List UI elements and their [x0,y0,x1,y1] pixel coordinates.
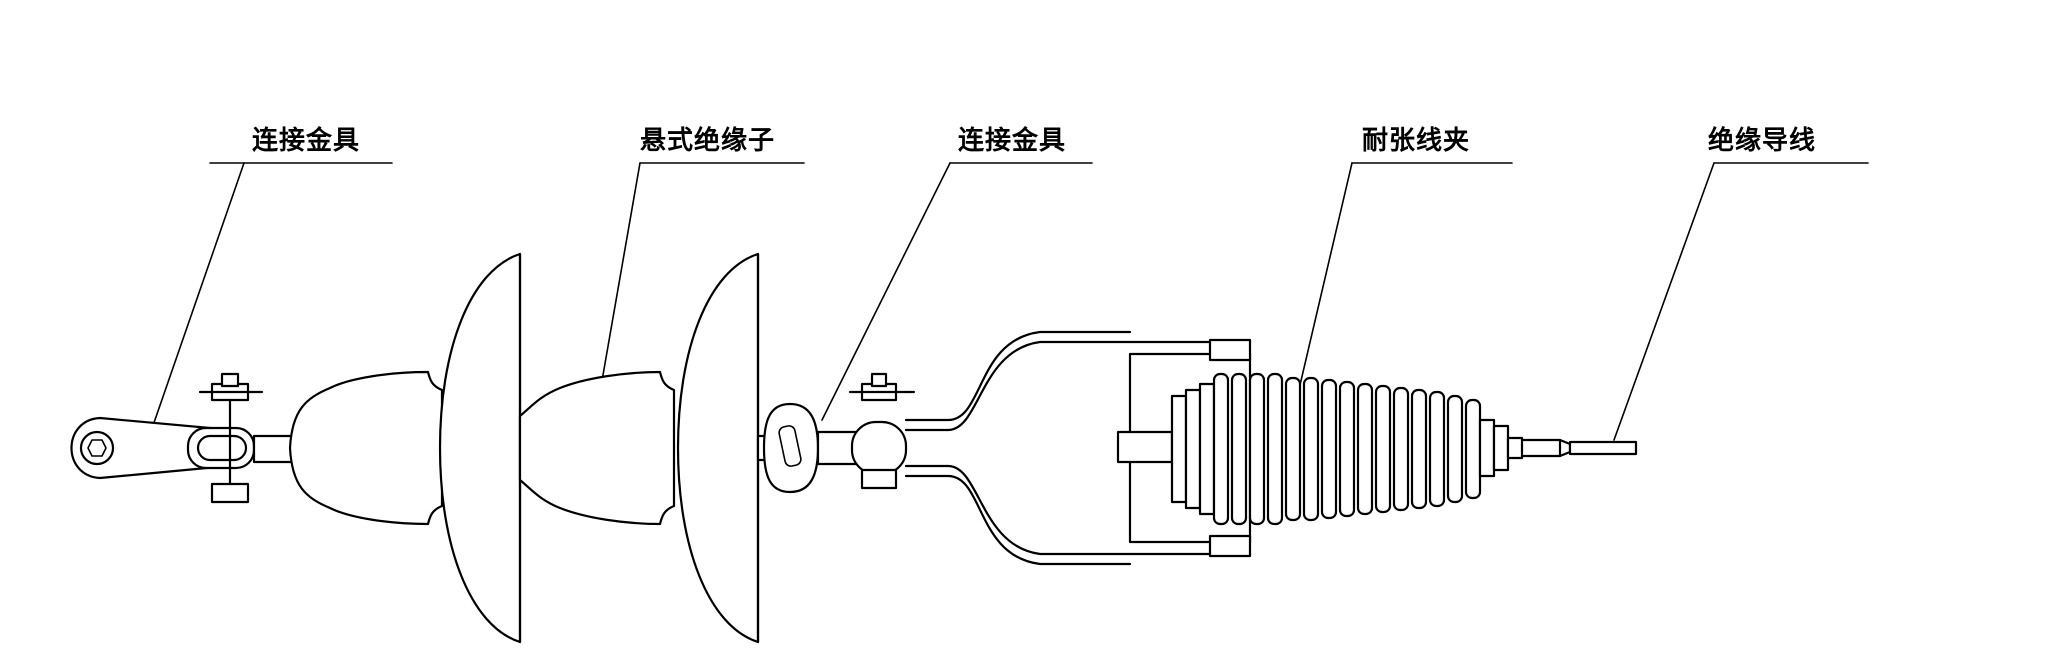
label-strain-clamp: 耐张线夹 [1362,126,1471,156]
clamp-coil [1212,372,1482,526]
leader-insulated-conductor [1613,162,1869,441]
insulator-disc-2 [518,252,760,644]
leader-lines [147,162,1869,441]
label-fitting-right: 连接金具 [958,126,1067,156]
fitting-left-shape [70,372,302,504]
leader-strain-clamp [1299,162,1513,386]
fitting-right-shape [756,372,916,494]
label-suspension-insulator: 悬式绝缘子 [640,126,776,156]
label-insulated-conductor: 绝缘导线 [1708,126,1817,156]
conductor-shape [1520,438,1638,458]
leader-fitting-left [147,162,393,441]
leader-fitting-right [821,162,1093,421]
strain-clamp-shape [904,330,1524,566]
insulator-disc-1 [288,252,522,644]
label-fitting-left: 连接金具 [252,126,361,156]
